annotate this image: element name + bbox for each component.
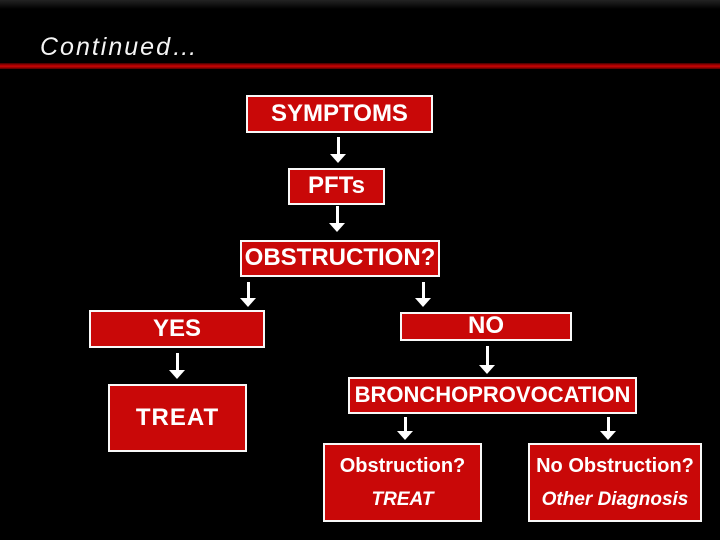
node-label: SYMPTOMS bbox=[271, 99, 408, 127]
node-sublabel: Other Diagnosis bbox=[541, 488, 689, 510]
node-label: TREAT bbox=[135, 403, 220, 431]
arrow-down-icon bbox=[600, 417, 616, 440]
node-label: NO bbox=[468, 312, 504, 340]
node-treat: TREAT bbox=[108, 384, 247, 452]
node-label: PFTs bbox=[308, 172, 365, 200]
node-bronchoprovocation: BRONCHOPROVOCATION bbox=[348, 377, 637, 414]
node-yes: YES bbox=[89, 310, 265, 348]
node-label: Obstruction? bbox=[339, 454, 466, 477]
node-no-obstruction-result: No Obstruction? Other Diagnosis bbox=[528, 443, 702, 522]
slide-title: Continued… bbox=[40, 33, 199, 61]
arrow-down-icon bbox=[415, 282, 431, 307]
arrow-down-icon bbox=[240, 282, 256, 307]
node-label: YES bbox=[152, 314, 202, 342]
arrow-down-icon bbox=[479, 346, 495, 374]
node-obstruction: OBSTRUCTION? bbox=[240, 240, 440, 277]
node-obstruction-result: Obstruction? TREAT bbox=[323, 443, 482, 522]
node-pfts: PFTs bbox=[288, 168, 385, 205]
arrow-down-icon bbox=[397, 417, 413, 440]
node-label: OBSTRUCTION? bbox=[244, 244, 436, 272]
arrow-down-icon bbox=[330, 137, 346, 163]
arrow-down-icon bbox=[329, 206, 345, 232]
node-label: BRONCHOPROVOCATION bbox=[354, 382, 631, 408]
node-no: NO bbox=[400, 312, 572, 341]
arrow-down-icon bbox=[169, 353, 185, 379]
node-symptoms: SYMPTOMS bbox=[246, 95, 433, 133]
title-divider bbox=[0, 63, 720, 69]
node-sublabel: TREAT bbox=[371, 488, 434, 510]
node-label: No Obstruction? bbox=[536, 454, 694, 477]
